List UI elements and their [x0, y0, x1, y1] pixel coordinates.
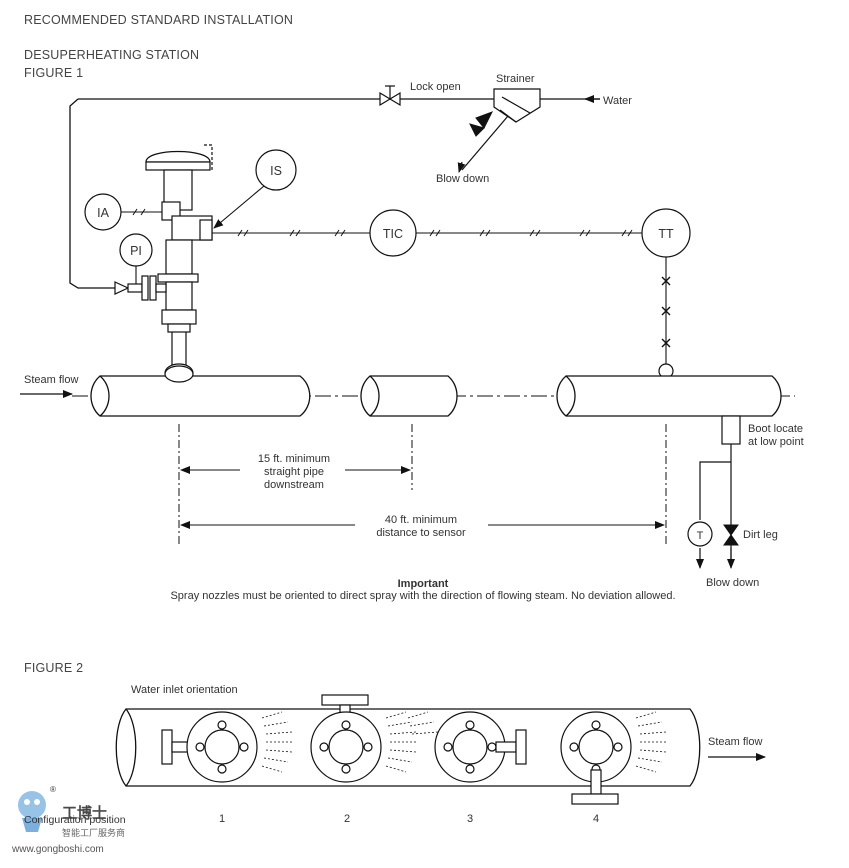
watermark-registered: ® [50, 785, 56, 794]
strainer-label: Strainer [496, 73, 535, 85]
is-instrument [255, 149, 297, 191]
watermark-url: www.gongboshi.com [11, 844, 104, 855]
nozzle-position-2 [310, 694, 417, 783]
tic-label: TIC [383, 227, 403, 241]
blow-down-bottom-label: Blow down [706, 577, 759, 589]
config-position-label: Configuration position [24, 814, 126, 826]
boot-drain [696, 415, 741, 569]
position-label-3: 3 [467, 813, 473, 825]
important-heading: Important [398, 578, 449, 590]
tt-label: TT [658, 227, 674, 241]
is-label: IS [270, 164, 282, 178]
steam-flow-label: Steam flow [24, 374, 78, 386]
nozzle-position-3 [407, 711, 527, 783]
figure1-title: FIGURE 1 [24, 66, 84, 80]
capillary-x-marks [661, 276, 671, 348]
control-valve-actuator [145, 144, 213, 383]
water-label: Water [603, 95, 632, 107]
dim15-line1: 15 ft. minimum [258, 453, 330, 465]
dim15-line2: straight pipe [264, 466, 324, 478]
watermark-subtitle: 智能工厂服务商 [62, 827, 125, 838]
pi-label: PI [130, 244, 142, 258]
position-label-2: 2 [344, 813, 350, 825]
nozzle-position-1 [161, 711, 293, 783]
nozzle-position-4 [560, 711, 667, 805]
dimension-lines [178, 424, 667, 545]
position-label-4: 4 [593, 813, 599, 825]
lock-open-label: Lock open [410, 81, 461, 93]
dim40-line1: 40 ft. minimum [385, 514, 457, 526]
watermark-brand: 工博士 [62, 804, 107, 822]
steam-pipe-segment-3 [556, 375, 782, 417]
position-label-1: 1 [219, 813, 225, 825]
watermark-logo [18, 791, 46, 832]
steam-pipe-segment-2 [360, 375, 458, 417]
valve-inlet-flange [114, 275, 167, 301]
tic-instrument [369, 209, 417, 257]
important-note: Spray nozzles must be oriented to direct… [170, 590, 675, 602]
dirt-leg-valve-icon [723, 524, 739, 546]
blow-down-top-label: Blow down [436, 173, 489, 185]
boot-locate-label-1: Boot locate [748, 423, 803, 435]
water-inlet-label: Water inlet orientation [131, 684, 238, 696]
t-label: T [697, 530, 704, 542]
section-title: DESUPERHEATING STATION [24, 48, 200, 62]
dim40-line2: distance to sensor [376, 527, 466, 539]
strainer-icon [493, 88, 541, 123]
dirt-leg-label: Dirt leg [743, 529, 778, 541]
signal-hash-marks [237, 229, 633, 237]
lock-open-valve-icon [379, 85, 401, 107]
water-supply-line [69, 98, 600, 289]
blowdown-valve-icon [469, 111, 494, 137]
figure2-pipe [115, 708, 701, 787]
strainer-blowdown-line [461, 115, 509, 171]
steam-pipe-segment-1 [90, 375, 311, 417]
t-instrument [687, 521, 713, 547]
dim15-line3: downstream [264, 479, 324, 491]
fig2-steam-flow-label: Steam flow [708, 736, 762, 748]
ia-label: IA [97, 206, 109, 220]
page-title: RECOMMENDED STANDARD INSTALLATION [24, 13, 294, 27]
figure2-title: FIGURE 2 [24, 661, 84, 675]
boot-locate-label-2: at low point [748, 436, 804, 448]
